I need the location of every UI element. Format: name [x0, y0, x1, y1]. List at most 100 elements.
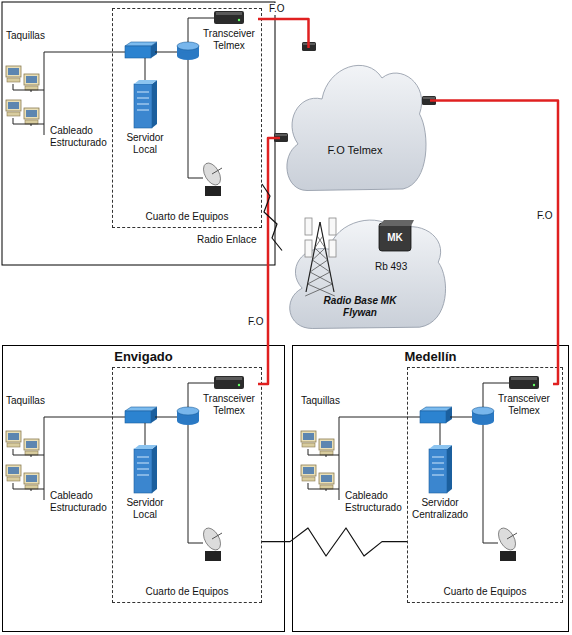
- router-bottom: [177, 52, 199, 60]
- fiber-link: [430, 101, 558, 385]
- radio-link: [262, 184, 282, 251]
- cloud-outline: [290, 220, 446, 328]
- pc-base: [302, 443, 315, 447]
- pc-screen: [26, 475, 37, 482]
- pc-screen: [26, 76, 37, 83]
- device-label: Transceiver Telmex: [200, 28, 258, 52]
- pc-screen: [321, 441, 332, 448]
- antenna-dish: [200, 160, 224, 188]
- router-body: [177, 46, 199, 56]
- cable-stub: [13, 84, 44, 90]
- cable-stub: [31, 489, 32, 491]
- server-slot: [432, 457, 444, 458]
- sector-panel: [329, 240, 336, 257]
- tower-brace: [308, 284, 335, 296]
- link-label: F.O: [247, 316, 265, 328]
- server-front: [429, 449, 447, 493]
- link-label: F.O: [268, 3, 286, 15]
- pc-monitor: [24, 108, 39, 119]
- server-node: Servidor Centralizado: [409, 445, 471, 521]
- router-top: [177, 407, 199, 415]
- server-slot: [137, 104, 149, 105]
- pc-base: [25, 451, 38, 455]
- antenna-feed: [212, 533, 222, 539]
- server-node: Servidor Local: [114, 80, 176, 156]
- connectors: [258, 19, 558, 556]
- wire: [483, 425, 498, 543]
- transceiver-body: [214, 376, 244, 389]
- wire: [440, 423, 441, 447]
- room-label: Cuarto de Equipos: [408, 586, 562, 598]
- link-label: F.O: [536, 210, 554, 222]
- tower-brace: [308, 272, 330, 284]
- transceiver-led: [533, 384, 535, 386]
- fiber-link: [258, 19, 309, 48]
- tower-brace: [315, 236, 323, 248]
- cabling-label: Cableado Estructurado: [50, 125, 110, 149]
- cloud-label: MK: [380, 232, 410, 244]
- cloud-shape: [280, 48, 430, 198]
- tower-leg: [306, 222, 320, 292]
- server-slot: [432, 463, 444, 464]
- transceiver-body: [509, 376, 539, 389]
- cable-stub: [308, 483, 339, 489]
- wire: [450, 417, 472, 418]
- pc-base: [320, 451, 333, 455]
- wire: [155, 417, 177, 418]
- transceiver-top: [216, 377, 242, 380]
- pc-monitor: [319, 473, 334, 484]
- room-label: Cuarto de Equipos: [113, 211, 261, 223]
- tower-brace: [310, 260, 328, 272]
- tower-brace: [312, 260, 330, 272]
- pc-monitor: [6, 66, 21, 77]
- pc-monitor: [319, 439, 334, 450]
- switch-top: [125, 407, 157, 411]
- cable-stub: [13, 118, 44, 124]
- wire: [145, 423, 146, 447]
- switch-top: [420, 407, 452, 411]
- switch-side: [151, 42, 157, 58]
- cable-bus: [339, 417, 340, 500]
- antenna-unit: [500, 551, 516, 561]
- cable-bus: [44, 52, 45, 135]
- pc-screen: [303, 467, 314, 474]
- pc-base: [7, 78, 20, 82]
- fiber-transceiver: [302, 42, 316, 51]
- fiber-transceiver-top: [275, 134, 287, 136]
- radio-link: [262, 528, 407, 556]
- sector-panel: [329, 218, 336, 235]
- device-label: Transceiver Telmex: [495, 393, 553, 417]
- fiber-link: [258, 138, 280, 384]
- area-label: Taquillas: [301, 395, 351, 407]
- wire: [145, 58, 146, 82]
- pc-screen: [8, 68, 19, 75]
- pc-base: [25, 86, 38, 90]
- pc-monitor: [24, 439, 39, 450]
- pc-base: [25, 485, 38, 489]
- pc-screen: [26, 110, 37, 117]
- sector-panel: [305, 240, 312, 257]
- transceiver-top: [511, 377, 537, 380]
- antenna-feed: [507, 533, 517, 539]
- pc-screen: [8, 433, 19, 440]
- pc-screen: [8, 467, 19, 474]
- switch-front: [125, 411, 151, 423]
- server-front: [134, 84, 152, 128]
- transceiver-node: Transceiver Telmex: [200, 8, 258, 52]
- cloud-equipment: [274, 42, 436, 296]
- antenna-feed: [212, 168, 222, 174]
- wire: [155, 52, 177, 53]
- router-top: [177, 42, 199, 50]
- fiber-cloud: F.O Telmex: [280, 48, 430, 198]
- cable-stub: [308, 449, 339, 455]
- server-slot: [137, 457, 149, 458]
- pc-base: [7, 477, 20, 481]
- routerboard-box: [379, 223, 411, 251]
- server-front: [134, 449, 152, 493]
- server-slot: [137, 110, 149, 111]
- server-slot: [137, 92, 149, 93]
- server-top: [134, 445, 157, 449]
- server-slot: [432, 469, 444, 470]
